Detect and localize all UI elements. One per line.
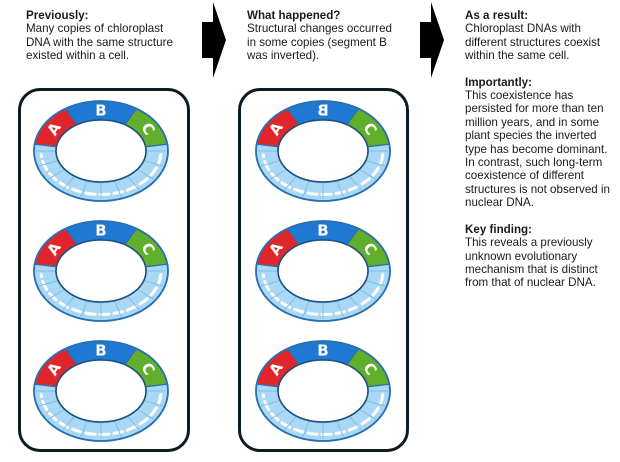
key-finding-section: Key finding: This reveals a previously u… (465, 223, 620, 290)
key-finding-line: unknown evolutionary (465, 249, 578, 263)
what-happened-line: in some copies (segment B (247, 35, 387, 49)
key-finding-line: mechanism that is distinct (465, 262, 598, 276)
importantly-line: nuclear DNA. (465, 196, 534, 210)
previously-line: Many copies of chloroplast (26, 22, 164, 36)
key-finding-line: from that of nuclear DNA. (465, 276, 596, 290)
importantly-heading: Importantly: (465, 75, 532, 89)
previously-text-block: Previously: Many copies of chloroplast D… (26, 9, 196, 76)
before-cell-panel (18, 88, 190, 452)
result-line: different structures coexist (465, 35, 601, 49)
result-text-block: As a result: Chloroplast DNAs with diffe… (465, 9, 620, 303)
key-finding-heading: Key finding: (465, 222, 532, 236)
previously-heading: Previously: (26, 9, 89, 22)
right-arrow-icon (420, 2, 444, 78)
importantly-line: persisted for more than ten (465, 102, 604, 116)
importantly-section: Importantly: This coexistence has persis… (465, 76, 620, 210)
importantly-line: This coexistence has (465, 89, 574, 103)
previously-line: DNA with the same structure (26, 35, 173, 49)
what-happened-text-block: What happened? Structural changes occurr… (247, 9, 417, 76)
importantly-line: In contrast, such long-term (465, 156, 603, 170)
importantly-line: structures is not observed in (465, 182, 610, 196)
right-arrow-icon (202, 2, 226, 78)
importantly-line: type has become dominant. (465, 142, 608, 156)
what-happened-heading: What happened? (247, 9, 341, 22)
result-line: Chloroplast DNAs with (465, 22, 581, 36)
previously-line: existed within a cell. (26, 49, 130, 63)
importantly-line: coexistence of different (465, 169, 585, 183)
previously-section: Previously: Many copies of chloroplast D… (26, 9, 196, 63)
after-cell-panel (238, 88, 409, 452)
importantly-line: million years, and in some (465, 115, 600, 129)
what-happened-line: Structural changes occurred (247, 22, 392, 36)
result-section: As a result: Chloroplast DNAs with diffe… (465, 9, 620, 63)
result-heading: As a result: (465, 9, 529, 22)
what-happened-line: was inverted). (247, 49, 320, 63)
what-happened-section: What happened? Structural changes occurr… (247, 9, 417, 63)
result-line: within the same cell. (465, 49, 570, 63)
importantly-line: plant species the inverted (465, 129, 597, 143)
key-finding-line: This reveals a previously (465, 236, 593, 250)
